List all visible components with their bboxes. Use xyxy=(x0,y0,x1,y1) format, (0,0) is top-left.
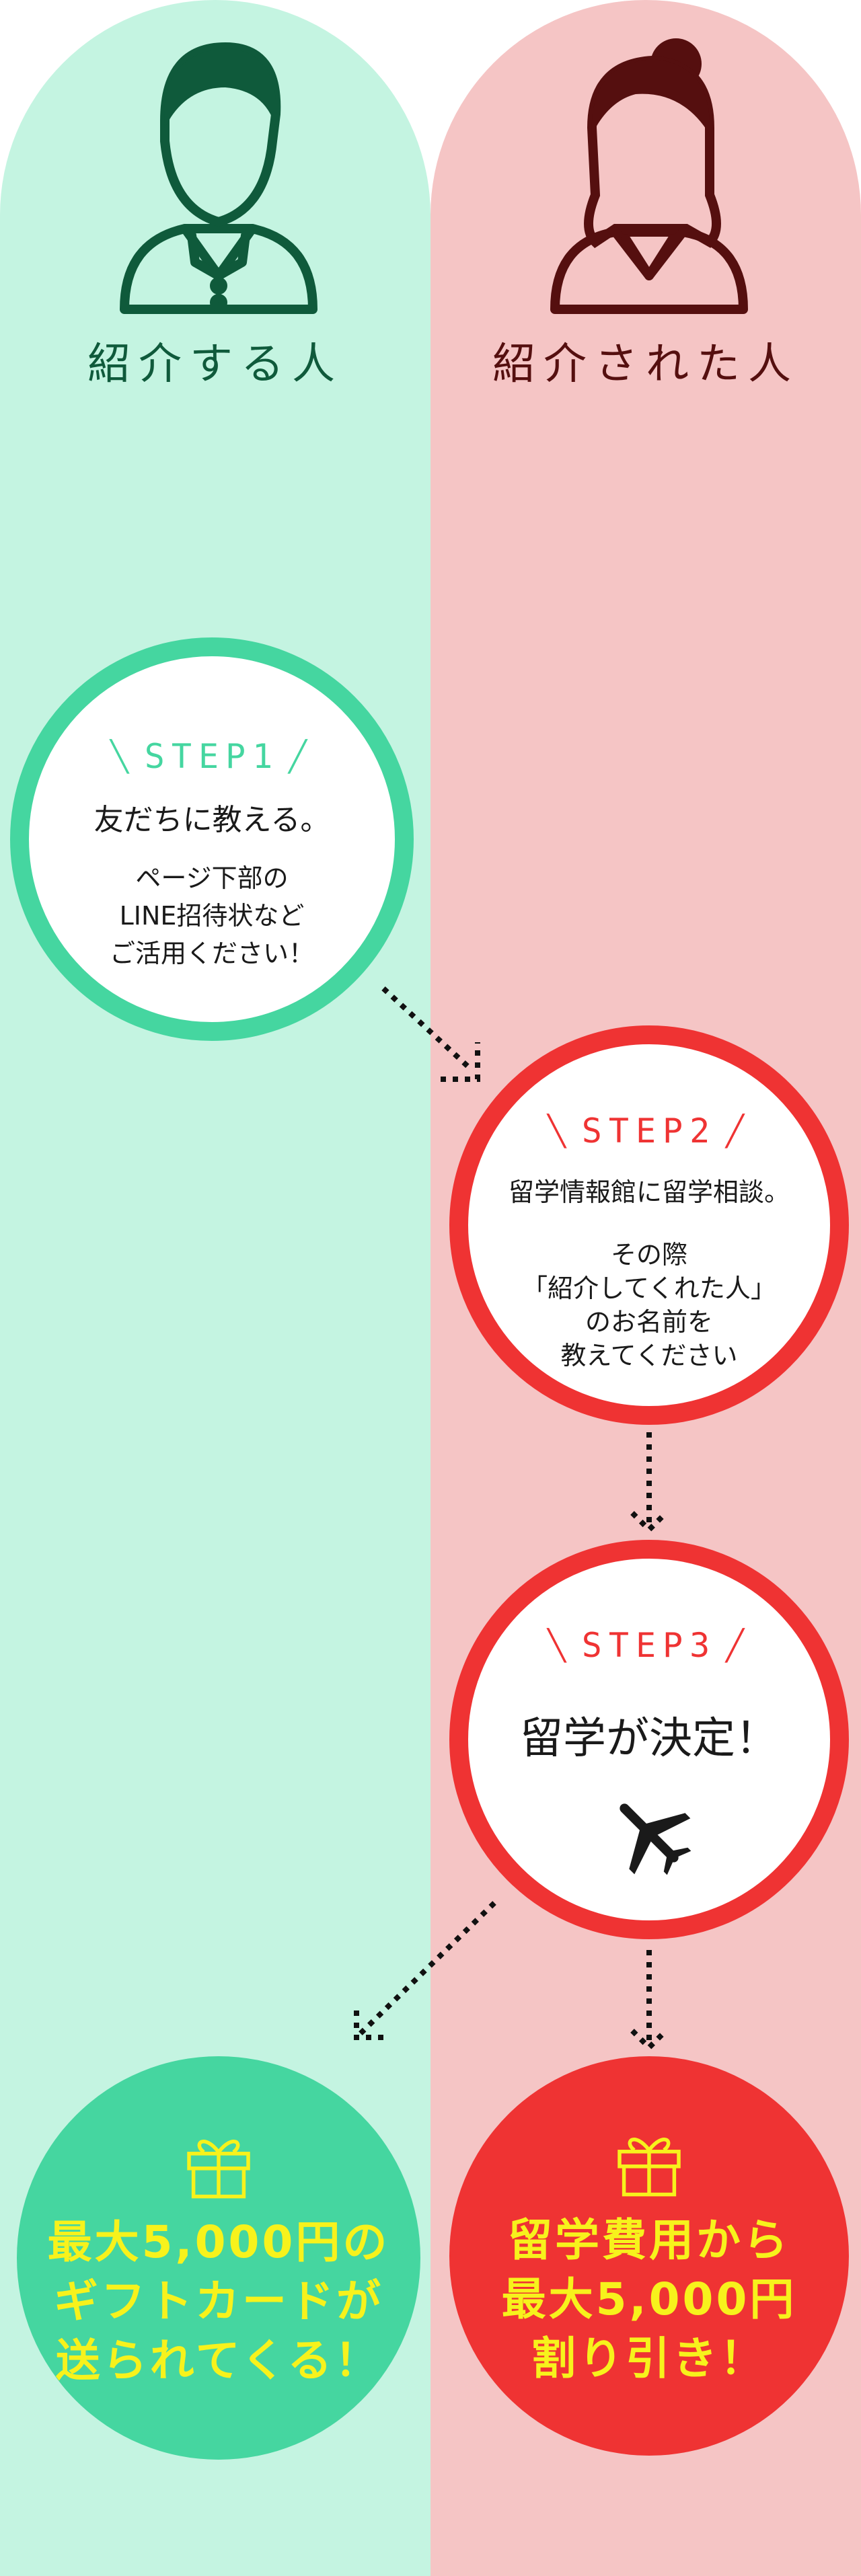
step2-body: その際 「紹介してくれた人」 のお名前を 教えてください xyxy=(522,1240,776,1370)
step3-label: ╲ STEP3 ╱ xyxy=(548,1626,751,1665)
referred-title: 紹介された人 xyxy=(492,340,799,389)
arrowhead-1 xyxy=(441,1042,480,1082)
step2-circle: ╲ STEP2 ╱ 留学情報館に留学相談。 その際 「紹介してくれた人」 のお名… xyxy=(449,1025,849,1425)
flick-right-icon: ╱ xyxy=(726,1114,751,1148)
flick-left-icon: ╲ xyxy=(548,1114,572,1148)
step3-circle: ╲ STEP3 ╱ 留学が決定！ xyxy=(449,1540,849,1939)
gift-icon xyxy=(187,2140,250,2199)
referrer-title: 紹介する人 xyxy=(87,340,343,389)
flick-left-icon: ╲ xyxy=(110,739,135,774)
referrer-reward-circle: 最大5,000円の ギフトカードが 送られてくる！ xyxy=(17,2056,420,2460)
arrow-step3-to-reward-left xyxy=(358,1901,496,2036)
referred-reward-circle: 留学費用から 最大5,000円 割り引き！ xyxy=(449,2056,849,2456)
referrer-reward-text: 最大5,000円の ギフトカードが 送られてくる！ xyxy=(47,2216,390,2386)
step2-heading: 留学情報館に留学相談。 xyxy=(508,1177,790,1207)
airplane-icon xyxy=(620,1803,691,1875)
flick-right-icon: ╱ xyxy=(726,1628,751,1663)
step1-body: ページ下部の LINE招待状など ご活用ください！ xyxy=(109,863,314,968)
arrowhead-3 xyxy=(354,2011,383,2040)
referred-reward-text: 留学費用から 最大5,000円 割り引き！ xyxy=(501,2214,797,2384)
arrow-step1-to-step2 xyxy=(381,986,473,1071)
step1-circle: ╲ STEP1 ╱ 友だちに教える。 ページ下部の LINE招待状など ご活用く… xyxy=(10,637,414,1041)
arrowhead-4 xyxy=(630,2029,668,2052)
female-person-icon xyxy=(550,38,748,314)
arrowhead-2 xyxy=(630,1511,668,1534)
step2-label: ╲ STEP2 ╱ xyxy=(548,1111,751,1150)
male-person-icon xyxy=(120,42,317,314)
step3-heading: 留学が決定！ xyxy=(520,1714,778,1764)
gift-icon xyxy=(617,2138,681,2197)
flick-right-icon: ╱ xyxy=(289,739,313,774)
step1-heading: 友だちに教える。 xyxy=(93,803,330,837)
step1-label: ╲ STEP1 ╱ xyxy=(110,737,313,776)
flick-left-icon: ╲ xyxy=(548,1628,572,1663)
